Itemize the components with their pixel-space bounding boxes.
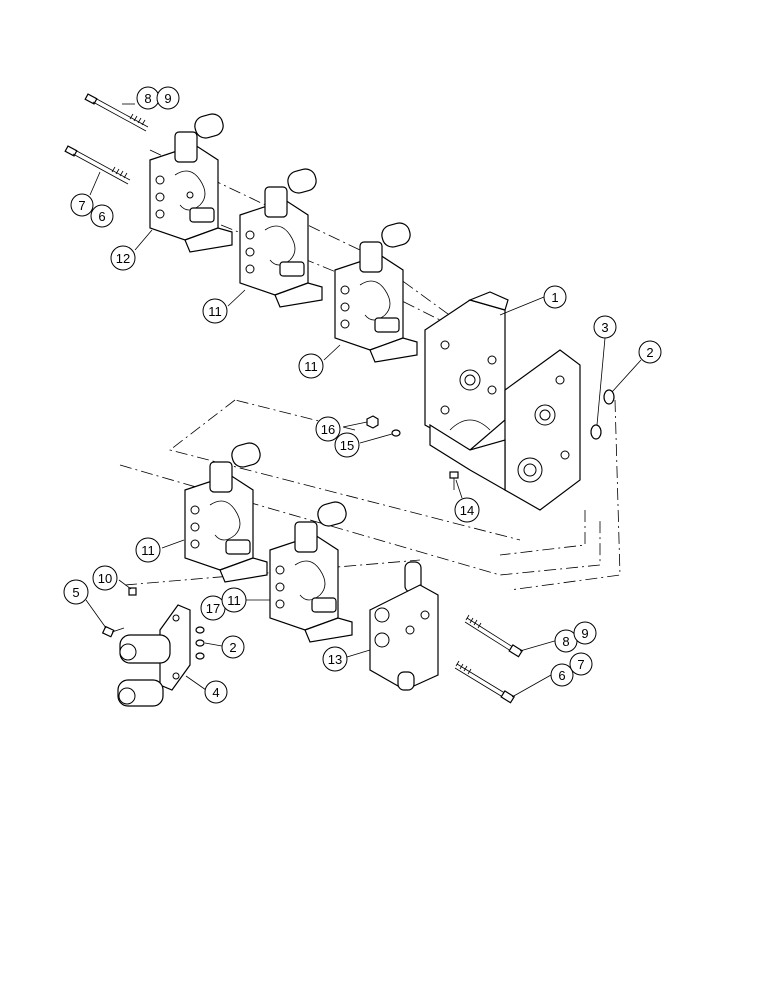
callout-10: 10 [92,565,118,591]
inlet-section-4 [117,604,191,707]
callout-12: 12 [110,245,136,271]
callout-number: 10 [98,571,112,586]
callout-4: 4 [204,680,228,704]
callout-17: 17 [200,595,226,621]
callout-number: 6 [558,668,565,683]
callout-3: 3 [593,315,617,339]
callout-7-upper: 7 [70,193,94,217]
callout-number: 3 [601,320,608,335]
callout-8-upper: 8 [136,86,160,110]
callout-2-right: 2 [638,340,662,364]
callout-6-lower: 6 [550,663,574,687]
callout-11-d: 11 [221,587,247,613]
callout-number: 16 [321,422,335,437]
callout-number: 6 [98,209,105,224]
callout-number: 11 [304,359,318,374]
callout-11-b: 11 [298,353,324,379]
callout-11-a: 11 [202,298,228,324]
callout-9-lower: 9 [573,621,597,645]
callout-number: 8 [144,91,151,106]
callout-number: 9 [581,626,588,641]
main-housing [424,291,581,511]
callout-number: 7 [577,657,584,672]
end-cover-13 [369,561,439,691]
nut-16 [366,415,379,429]
callout-6-upper: 6 [90,204,114,228]
callout-2-left: 2 [221,635,245,659]
callout-number: 17 [206,601,220,616]
callout-number: 4 [212,685,219,700]
callout-5: 5 [63,579,89,605]
callout-number: 11 [227,593,241,608]
o-ring-3 [590,424,602,440]
bolt-long-upper [84,93,149,132]
callout-number: 8 [562,634,569,649]
callout-number: 14 [460,503,474,518]
callout-number: 9 [164,91,171,106]
callout-1: 1 [543,285,567,309]
callout-number: 12 [116,251,130,266]
callout-11-c: 11 [135,537,161,563]
bolt-long-lower [64,145,131,185]
callout-number: 2 [229,640,236,655]
callout-number: 1 [551,290,558,305]
leader-lines [85,103,642,698]
callout-16: 16 [315,416,341,442]
callout-number: 2 [646,345,653,360]
screw-14 [449,471,459,490]
o-ring-2-right [603,389,615,405]
callout-number: 15 [340,438,354,453]
callout-number: 11 [208,304,222,319]
callout-number: 11 [141,543,155,558]
callout-15: 15 [334,432,360,458]
valve-section-11-a [239,168,323,308]
valve-section-11-d [269,501,353,643]
callout-14: 14 [454,497,480,523]
callout-9-upper: 9 [156,86,180,110]
washer-15 [391,429,401,437]
valve-section-11-b [334,222,418,363]
bolt-long-right-lower [454,660,516,704]
bolt-long-right-upper [464,614,524,658]
screw-5 [101,625,125,638]
callout-7-lower: 7 [569,652,593,676]
callout-number: 7 [78,198,85,213]
valve-section-12 [149,113,233,253]
plug-10 [128,587,137,596]
callout-number: 5 [72,585,79,600]
callout-13: 13 [322,646,348,672]
callout-number: 13 [328,652,342,667]
valve-section-11-c [184,442,268,583]
o-rings-2-left [195,626,205,660]
